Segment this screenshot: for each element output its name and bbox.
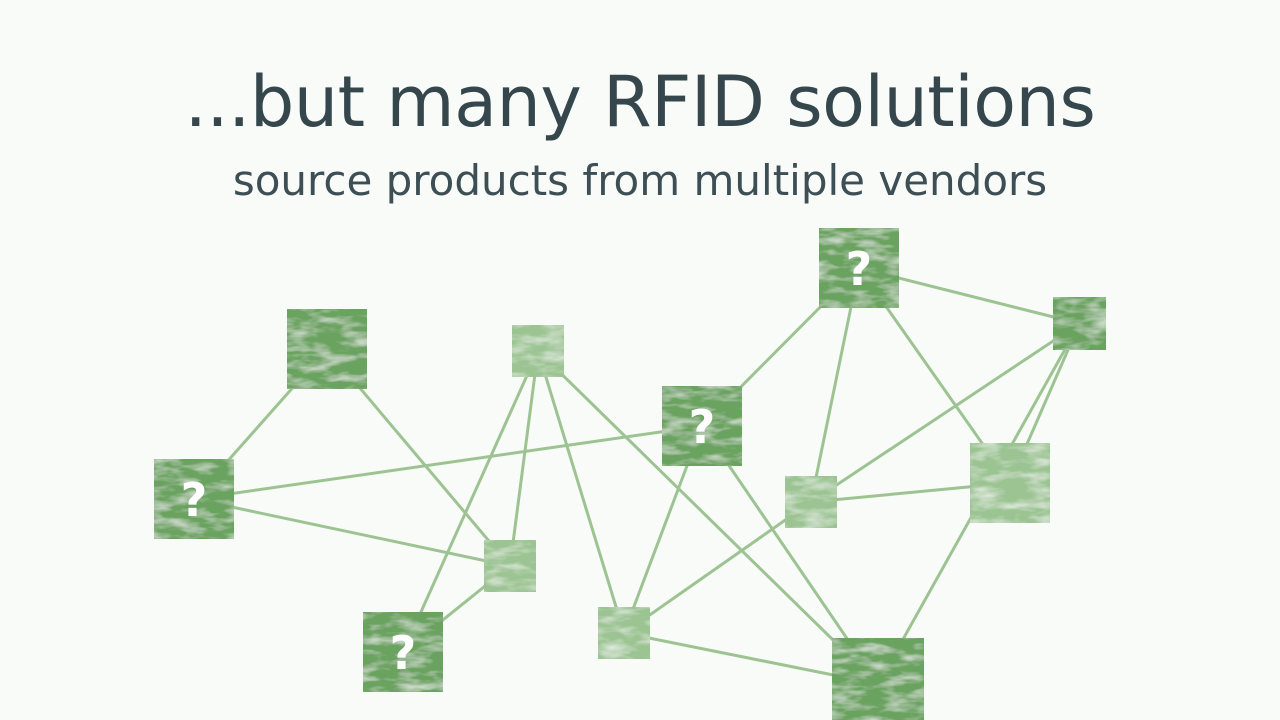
vendor-box bbox=[785, 476, 837, 528]
connection-line-n3-n4 bbox=[401, 349, 540, 654]
vendor-node-n7 bbox=[598, 607, 650, 659]
unknown-vendor-node-n8: ? bbox=[819, 228, 899, 308]
slide-title: ...but many RFID solutions bbox=[184, 61, 1096, 143]
question-mark-icon: ? bbox=[390, 626, 417, 680]
vendor-box bbox=[832, 638, 924, 720]
connection-line-n2-n5 bbox=[192, 497, 512, 568]
slide-subtitle: source products from multiple vendors bbox=[232, 156, 1048, 205]
question-mark-icon: ? bbox=[846, 242, 873, 296]
vendor-node-n9 bbox=[785, 476, 837, 528]
vendor-box bbox=[154, 459, 234, 539]
connection-line-n3-n5 bbox=[508, 349, 540, 568]
unknown-vendor-node-n4: ? bbox=[363, 612, 443, 692]
vendor-nodes: ???? bbox=[154, 228, 1106, 720]
unknown-vendor-node-n2: ? bbox=[154, 459, 234, 539]
vendor-box bbox=[819, 228, 899, 308]
vendor-node-n1 bbox=[287, 309, 367, 389]
connection-line-n3-n7 bbox=[536, 349, 626, 635]
vendor-box bbox=[363, 612, 443, 692]
vendor-box bbox=[662, 386, 742, 466]
vendor-node-n11 bbox=[970, 443, 1050, 523]
vendor-box bbox=[287, 309, 367, 389]
vendor-box bbox=[970, 443, 1050, 523]
vendor-box bbox=[1053, 297, 1106, 350]
vendor-node-n10 bbox=[1053, 297, 1106, 350]
connection-line-n2-n6 bbox=[192, 424, 704, 501]
question-mark-icon: ? bbox=[689, 400, 716, 454]
vendor-node-n12 bbox=[832, 638, 924, 720]
connection-line-n3-n12 bbox=[536, 349, 880, 686]
vendor-box bbox=[598, 607, 650, 659]
question-mark-icon: ? bbox=[181, 473, 208, 527]
unknown-vendor-node-n6: ? bbox=[662, 386, 742, 466]
vendor-node-n5 bbox=[484, 540, 536, 592]
vendor-node-n3 bbox=[512, 325, 564, 377]
vendor-box bbox=[512, 325, 564, 377]
connection-line-n9-n10 bbox=[809, 322, 1081, 504]
connection-line-n7-n9 bbox=[622, 500, 813, 635]
vendor-box bbox=[484, 540, 536, 592]
